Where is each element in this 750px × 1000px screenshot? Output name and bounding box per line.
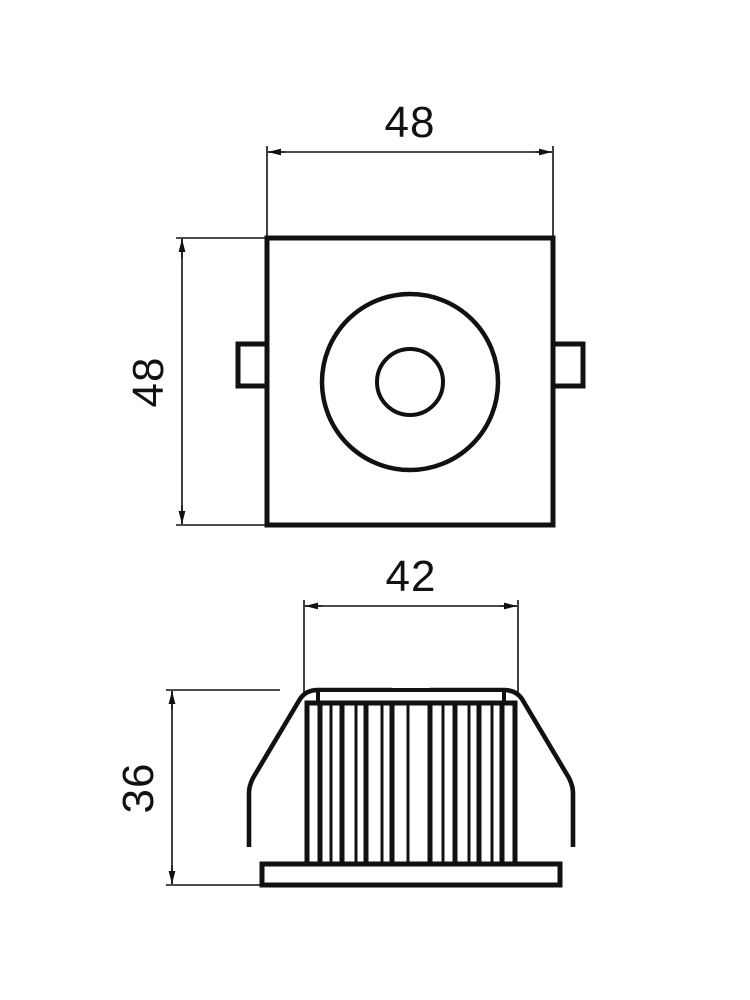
mounting-tab-right bbox=[550, 341, 586, 389]
dimension-label-left-height: 48 bbox=[124, 357, 173, 408]
side-view bbox=[246, 687, 576, 888]
spring-clip-left bbox=[246, 687, 392, 847]
spring-clip-right bbox=[430, 687, 576, 847]
base-flange bbox=[259, 861, 563, 888]
dimension-top-width: 48 bbox=[266, 98, 554, 238]
dimension-left-height: 48 bbox=[124, 237, 268, 526]
mounting-tab-left bbox=[235, 341, 271, 389]
aperture-inner-circle bbox=[375, 347, 445, 417]
dimension-body-width: 42 bbox=[303, 552, 519, 694]
dimension-body-height: 36 bbox=[114, 689, 280, 886]
front-view bbox=[235, 235, 586, 528]
dimension-label-top-width: 48 bbox=[385, 98, 436, 147]
dimension-label-body-height: 36 bbox=[114, 763, 163, 814]
heat-sink-body bbox=[304, 700, 518, 870]
heat-sink-fins bbox=[317, 703, 505, 867]
dimension-label-body-width: 42 bbox=[386, 552, 437, 601]
